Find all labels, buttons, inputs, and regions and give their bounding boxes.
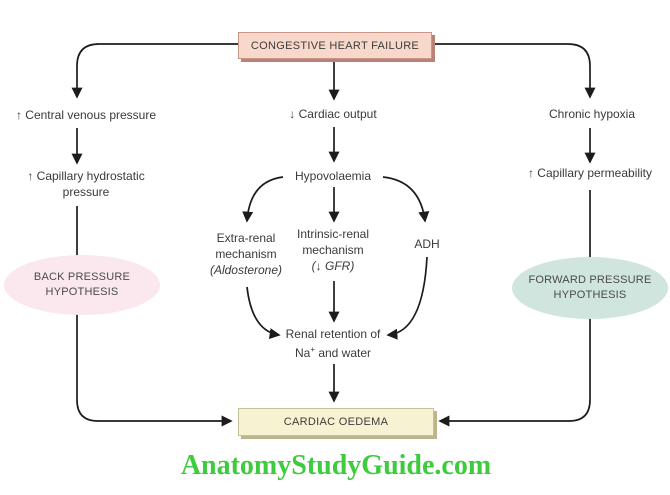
node-extra-renal-mechanism: Extra-renal mechanism (Aldosterone) bbox=[194, 230, 298, 278]
arrow-chf-to-chronic-hypoxia bbox=[430, 43, 596, 99]
na-text: Na bbox=[294, 346, 311, 360]
node-back-pressure-hypothesis: BACK PRESSURE HYPOTHESIS bbox=[4, 255, 160, 315]
node-cardiac-output: ↓ Cardiac output bbox=[289, 107, 377, 121]
node-hypovolaemia: Hypovolaemia bbox=[294, 169, 372, 183]
intrinsic-renal-label: Intrinsic-renal mechanism bbox=[296, 227, 370, 257]
node-chronic-hypoxia: Chronic hypoxia bbox=[548, 107, 636, 121]
arrow-right-to-cardiac-oedema bbox=[438, 190, 591, 427]
arrow-left-to-cardiac-oedema bbox=[76, 206, 233, 427]
node-capillary-permeability: ↑ Capillary permeability bbox=[527, 166, 653, 180]
renal-retention-line2: Na+ and water bbox=[294, 345, 372, 360]
node-adh: ADH bbox=[414, 237, 440, 251]
extra-renal-label: Extra-renal mechanism bbox=[215, 231, 277, 261]
watermark-anatomystudyguide: AnatomyStudyGuide.com bbox=[180, 450, 492, 481]
water-text: and water bbox=[318, 346, 372, 360]
arrow-chf-to-central-venous bbox=[71, 43, 238, 99]
arrow-adh-to-renal-retention bbox=[386, 256, 428, 340]
arrow-hypovolaemia-to-extra-renal bbox=[242, 176, 284, 223]
node-cardiac-oedema: CARDIAC OEDEMA bbox=[238, 408, 434, 436]
aldosterone-label: (Aldosterone) bbox=[209, 263, 283, 277]
arrow-hypovolaemia-to-adh bbox=[382, 176, 430, 223]
na-plus-sup: + bbox=[310, 345, 315, 354]
renal-retention-line1: Renal retention of bbox=[285, 327, 381, 341]
arrow-aldosterone-to-renal-retention bbox=[246, 286, 281, 340]
node-congestive-heart-failure: CONGESTIVE HEART FAILURE bbox=[238, 32, 432, 59]
node-capillary-hydrostatic-pressure: ↑ Capillary hydrostatic pressure bbox=[27, 169, 145, 199]
gfr-label: (↓ GFR) bbox=[311, 259, 355, 273]
node-intrinsic-renal-mechanism: Intrinsic-renal mechanism (↓ GFR) bbox=[278, 226, 388, 274]
node-forward-pressure-hypothesis: FORWARD PRESSURE HYPOTHESIS bbox=[512, 257, 668, 319]
node-central-venous-pressure: ↑ Central venous pressure bbox=[15, 108, 157, 122]
node-renal-retention: Renal retention of Na+ and water bbox=[263, 326, 403, 361]
